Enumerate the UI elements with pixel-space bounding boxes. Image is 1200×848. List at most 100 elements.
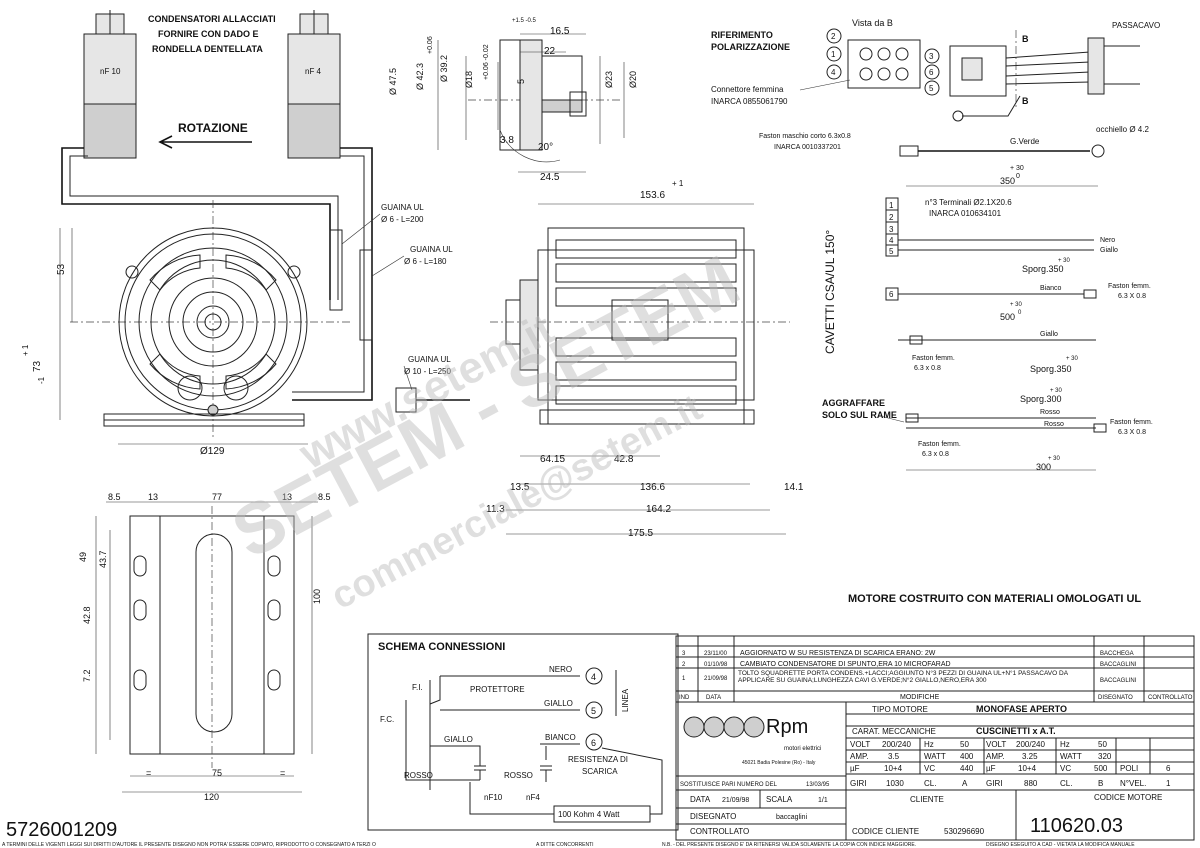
dim-7-2: 7.2 bbox=[82, 669, 92, 682]
dim-42-8: 42.8 bbox=[614, 454, 634, 465]
spec-r1-c3: Hz bbox=[924, 740, 934, 749]
footer-4: DISEGNO ESEGUITO A CAD - VIETATA LA MODI… bbox=[986, 842, 1135, 848]
dim-175-5: 175.5 bbox=[628, 528, 653, 539]
sheath-3-spec: Ø 10 - L=250 bbox=[404, 367, 451, 376]
sheath-labels: GUAINA UL Ø 6 - L=200 GUAINA UL Ø 6 - L=… bbox=[341, 203, 453, 391]
sporg-350-b: Sporg.350 bbox=[1030, 364, 1072, 374]
dim-d20: Ø20 bbox=[628, 71, 638, 88]
spec-r4-c7: CL. bbox=[1060, 779, 1072, 788]
len-350-sup: 0 bbox=[1016, 173, 1020, 180]
rev-hdr-controllato: CONTROLLATO bbox=[1148, 695, 1193, 701]
term-2: 2 bbox=[889, 213, 894, 222]
term-5: 5 bbox=[889, 247, 894, 256]
codice-cliente-label: CODICE CLIENTE bbox=[852, 827, 919, 836]
dim-16-5: 16.5 bbox=[550, 26, 570, 37]
dim-5: 5 bbox=[516, 79, 526, 84]
rev-3-by: BACCHEGA bbox=[1100, 651, 1134, 657]
spec-table: VOLT 200/240 Hz 50 VOLT 200/240 Hz 50 AM… bbox=[850, 740, 1171, 788]
dim-eq-right: = bbox=[280, 768, 285, 778]
schema-title: SCHEMA CONNESSIONI bbox=[378, 641, 505, 653]
rev-hdr-disegnato: DISEGNATO bbox=[1098, 695, 1133, 701]
cable-gland bbox=[1087, 37, 1105, 95]
sostituisce-label: SOSTITUISCE PARI NUMERO DEL bbox=[680, 782, 778, 788]
tipo-motore-label: TIPO MOTORE bbox=[872, 705, 928, 714]
rev-hdr-data: DATA bbox=[706, 695, 721, 701]
faston-size-2: 6.3 x 0.8 bbox=[914, 365, 941, 372]
spec-r1-c4: 50 bbox=[960, 740, 969, 749]
dim-8-5-left: 8.5 bbox=[108, 492, 121, 502]
schema-giallo: GIALLO bbox=[544, 699, 573, 708]
ground-cable: Faston maschio corto 6.3x0.8 INARCA 0010… bbox=[759, 125, 1149, 187]
term-3: 3 bbox=[889, 225, 894, 234]
tipo-motore-value: MONOFASE APERTO bbox=[976, 704, 1067, 714]
schema-bianco: BIANCO bbox=[545, 733, 576, 742]
dim-3-8: 3.8 bbox=[500, 135, 514, 146]
spec-r1-c6: 200/240 bbox=[1016, 740, 1045, 749]
watermark: www.setem.it SETEM - SETEM commerciale@s… bbox=[220, 241, 752, 618]
cavetti-label: CAVETTI CSA/UL 150° bbox=[823, 230, 837, 354]
disegnato-label: DISEGNATO bbox=[690, 812, 736, 821]
spec-r2-c6: 3.25 bbox=[1022, 752, 1038, 761]
pin-4: 4 bbox=[831, 68, 836, 77]
dim-d42-3-tol: +0.06 bbox=[427, 36, 434, 54]
dim-13-5: 13.5 bbox=[510, 482, 530, 493]
rev-3-n: 3 bbox=[682, 651, 686, 657]
dim-73-tol: + 1 bbox=[21, 344, 30, 356]
spec-r1-c8: 50 bbox=[1098, 740, 1107, 749]
wiring-schematic: SCHEMA CONNESSIONI 4 NERO 5 GIALLO PROTE… bbox=[367, 633, 679, 831]
rotation-arrow-icon bbox=[158, 135, 252, 149]
sporg-300-tol: + 30 bbox=[1050, 388, 1063, 394]
sheath-2-title: GUAINA UL bbox=[410, 245, 453, 254]
len-300-tol: + 30 bbox=[1048, 456, 1061, 462]
spec-r3-c7: VC bbox=[1060, 764, 1071, 773]
spec-r2-c5: AMP. bbox=[986, 752, 1005, 761]
shaft-detail: Ø 47.5 Ø 42.3 +0.06 Ø 39.2 Ø18 +0.06 -0.… bbox=[388, 18, 638, 183]
codice-motore-value: 110620.03 bbox=[1030, 815, 1123, 837]
faston-femm-4: Faston femm. bbox=[918, 441, 961, 448]
len-300: 300 bbox=[1036, 462, 1051, 472]
scala-value: 1/1 bbox=[818, 797, 828, 804]
motor-side-view: 153.6 + 1 64.15 42.8 13.5 136.6 14.1 11.… bbox=[486, 179, 804, 539]
sheath-1 bbox=[329, 229, 343, 311]
spec-r4-c2: 1030 bbox=[886, 779, 904, 788]
dim-8-5-right: 8.5 bbox=[318, 492, 331, 502]
logo-sub: motori elettrici bbox=[784, 746, 821, 752]
pin-3: 3 bbox=[929, 52, 934, 61]
dim-d42-3: Ø 42.3 bbox=[415, 63, 425, 90]
rosso-label-1: Rosso bbox=[1040, 409, 1060, 416]
spec-r2-c8: 320 bbox=[1098, 752, 1112, 761]
connector-body bbox=[847, 39, 921, 89]
dim-13-left: 13 bbox=[148, 492, 158, 502]
dim-73: 73 bbox=[32, 360, 43, 372]
ul-note: MOTORE COSTRUITO CON MATERIALI OMOLOGATI… bbox=[848, 593, 1141, 605]
term-4: 4 bbox=[889, 236, 894, 245]
title-block: Rpm motori elettrici 45021 Badia Polesin… bbox=[675, 701, 1195, 841]
rif-label-2: POLARIZZAZIONE bbox=[711, 42, 790, 52]
dim-14-1: 14.1 bbox=[784, 482, 804, 493]
spec-r1-c5: VOLT bbox=[986, 740, 1006, 749]
rev-2-n: 2 bbox=[682, 662, 686, 668]
part-number: 5726001209 bbox=[6, 819, 117, 841]
motor-front-view: 53 73 + 1 -1 Ø129 bbox=[21, 200, 350, 457]
cliente-label: CLIENTE bbox=[910, 795, 944, 804]
logo-icon bbox=[683, 716, 765, 738]
rev-3-date: 23/11/00 bbox=[704, 651, 728, 657]
schema-node-5: 5 bbox=[591, 706, 596, 716]
sporg-350-a-tol: + 30 bbox=[1058, 258, 1071, 264]
rev-hdr-ind: IND bbox=[679, 695, 690, 701]
spec-r3-c1: µF bbox=[850, 764, 860, 773]
rosso-label-2: Rosso bbox=[1044, 421, 1064, 428]
sheath-3-title: GUAINA UL bbox=[408, 355, 451, 364]
giallo-label: Giallo bbox=[1100, 247, 1118, 254]
schema-resist-2: SCARICA bbox=[582, 767, 618, 776]
len-350: 350 bbox=[1000, 176, 1015, 186]
dim-77: 77 bbox=[212, 492, 222, 502]
sporg-350-a: Sporg.350 bbox=[1022, 264, 1064, 274]
dim-20deg: 20° bbox=[538, 142, 553, 153]
nero-label: Nero bbox=[1100, 237, 1115, 244]
spec-r4-c6: 880 bbox=[1024, 779, 1038, 788]
faston-size-1: 6.3 X 0.8 bbox=[1118, 293, 1146, 300]
giallo2-label: Giallo bbox=[1040, 331, 1058, 338]
gverde-label: G.Verde bbox=[1010, 137, 1040, 146]
dim-120: 120 bbox=[204, 792, 219, 802]
